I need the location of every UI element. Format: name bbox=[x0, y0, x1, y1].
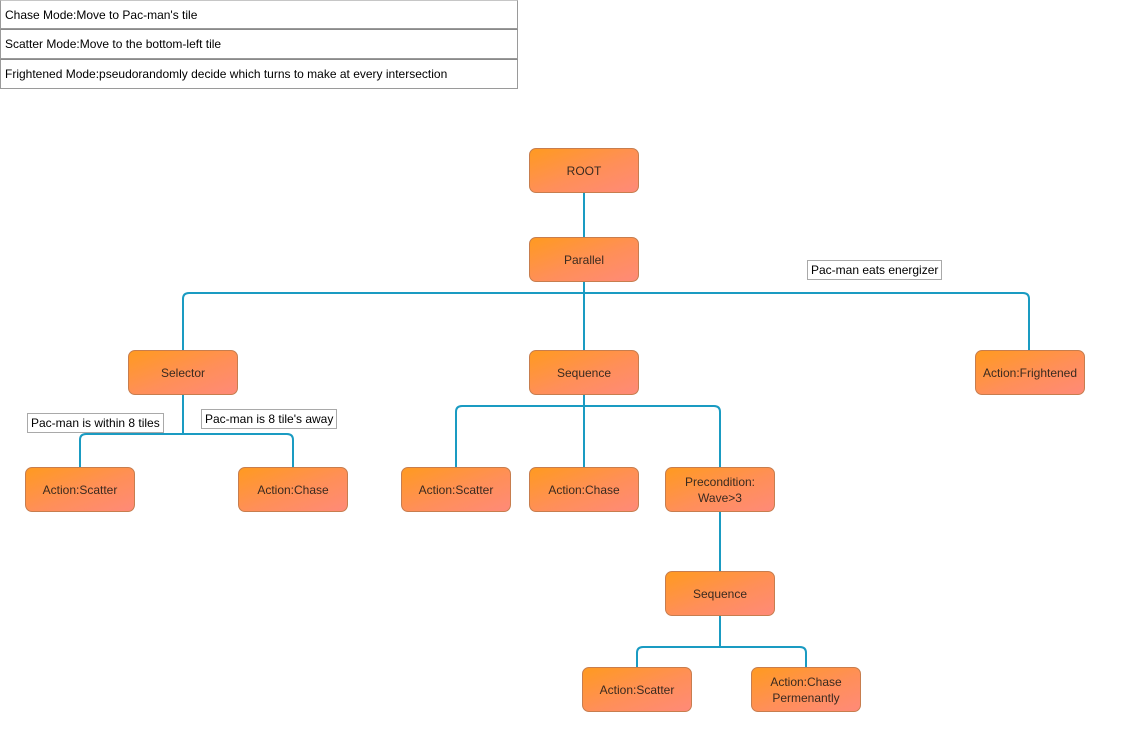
edge-subsequence-scatter bbox=[636, 616, 721, 667]
node-action-chase-permanently: Action:Chase Permenantly bbox=[751, 667, 861, 712]
node-root: ROOT bbox=[529, 148, 639, 193]
node-action-chase-sequence: Action:Chase bbox=[529, 467, 639, 512]
node-action-frightened: Action:Frightened bbox=[975, 350, 1085, 395]
node-precondition-wave: Precondition: Wave>3 bbox=[665, 467, 775, 512]
node-selector: Selector bbox=[128, 350, 238, 395]
edge-selector-chase bbox=[183, 433, 294, 467]
edge-parallel-frightened bbox=[584, 292, 1030, 350]
legend-scatter-mode: Scatter Mode:Move to the bottom-left til… bbox=[0, 29, 518, 59]
legend-frightened-mode: Frightened Mode:pseudorandomly decide wh… bbox=[0, 59, 518, 89]
node-action-scatter-selector: Action:Scatter bbox=[25, 467, 135, 512]
edge-sequence-scatter bbox=[455, 395, 585, 467]
edge-label-energizer: Pac-man eats energizer bbox=[807, 260, 943, 280]
edge-label-8-tiles-away: Pac-man is 8 tile's away bbox=[201, 409, 338, 429]
node-sequence: Sequence bbox=[529, 350, 639, 395]
edge-selector-scatter bbox=[79, 395, 184, 467]
node-sequence-sub: Sequence bbox=[665, 571, 775, 616]
edge-label-within-8-tiles: Pac-man is within 8 tiles bbox=[27, 413, 164, 433]
legend-chase-mode: Chase Mode:Move to Pac-man's tile bbox=[0, 0, 518, 29]
edge-subsequence-chase bbox=[720, 646, 807, 667]
node-action-scatter-sequence: Action:Scatter bbox=[401, 467, 511, 512]
node-action-scatter-sub: Action:Scatter bbox=[582, 667, 692, 712]
edge-parallel-selector bbox=[182, 282, 585, 350]
edge-sequence-precondition bbox=[584, 405, 721, 467]
node-parallel: Parallel bbox=[529, 237, 639, 282]
node-action-chase-selector: Action:Chase bbox=[238, 467, 348, 512]
legend-table: Chase Mode:Move to Pac-man's tile Scatte… bbox=[0, 0, 518, 89]
